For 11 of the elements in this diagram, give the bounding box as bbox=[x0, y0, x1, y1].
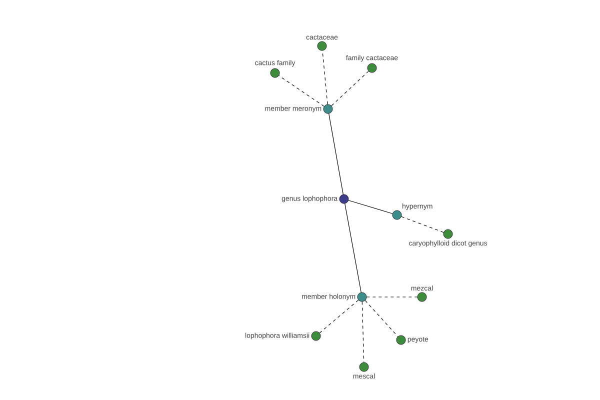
connector-line bbox=[362, 301, 364, 363]
connector-line bbox=[366, 296, 418, 298]
connector-line bbox=[344, 203, 362, 293]
connector-line bbox=[319, 300, 359, 334]
connector-line bbox=[364, 300, 398, 337]
connector-line bbox=[401, 216, 444, 233]
connector-line bbox=[328, 113, 344, 195]
connector-line bbox=[322, 50, 328, 105]
connector-line bbox=[348, 200, 393, 214]
connector-line bbox=[331, 70, 369, 106]
connector-line bbox=[278, 75, 324, 107]
